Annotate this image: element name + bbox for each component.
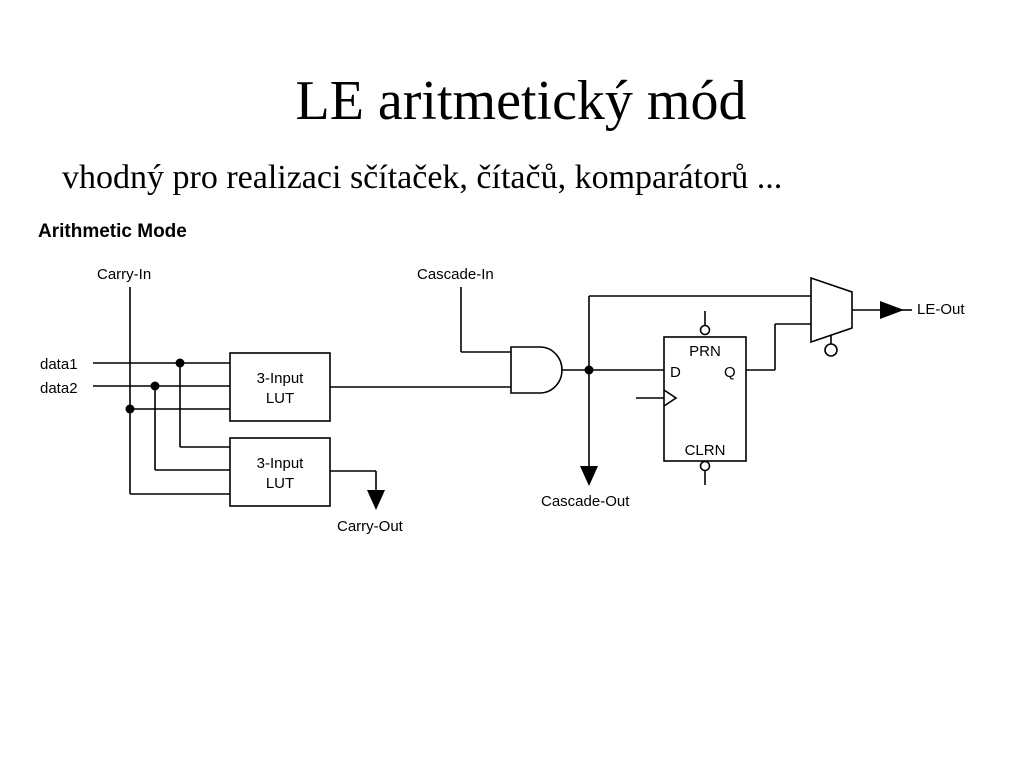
slide-title: LE aritmetický mód — [295, 70, 747, 132]
lut-top-line2: LUT — [266, 390, 294, 407]
junction-data2 — [150, 381, 160, 391]
input-wires — [93, 287, 230, 495]
prn-bubble — [699, 324, 711, 336]
output-mux — [810, 276, 853, 357]
slide-subtitle: vhodný pro realizaci sčítaček, čítačů, k… — [62, 159, 783, 196]
clock-triangle — [663, 389, 678, 407]
data1-label: data1 — [40, 356, 78, 373]
le-out-wire — [852, 301, 912, 319]
carry-in-label: Carry-In — [97, 266, 151, 283]
cascade-in-label: Cascade-In — [417, 266, 494, 283]
lut-bottom-line2: LUT — [266, 475, 294, 492]
lut-bottom-line1: 3-Input — [257, 455, 305, 472]
data2-label: data2 — [40, 380, 78, 397]
ff-clrn-label: CLRN — [685, 442, 726, 459]
q-output-wire — [746, 323, 811, 371]
cascade-out-label: Cascade-Out — [541, 493, 630, 510]
le-out-arrow — [880, 301, 904, 319]
ff-q-label: Q — [724, 364, 736, 381]
ff-d-label: D — [670, 364, 681, 381]
cascade-out-wire — [580, 296, 598, 486]
carry-out-wire — [330, 470, 385, 510]
mux-select-bubble — [824, 343, 838, 357]
lut-bottom: 3-Input LUT — [229, 437, 331, 507]
and-gate — [510, 346, 563, 394]
junction-carry-in — [125, 404, 135, 414]
lut-top: 3-Input LUT — [229, 352, 331, 422]
clrn-bubble — [699, 460, 711, 472]
cascade-out-arrow — [580, 466, 598, 486]
junction-data1 — [175, 358, 185, 368]
lut-top-line1: 3-Input — [257, 370, 305, 387]
carry-out-label: Carry-Out — [337, 518, 404, 535]
diagram-heading: Arithmetic Mode — [38, 221, 187, 242]
carry-out-arrow — [367, 490, 385, 510]
ff-prn-label: PRN — [689, 343, 721, 360]
flip-flop: PRN CLRN D Q — [636, 311, 747, 485]
cascade-in-wire — [460, 287, 511, 353]
le-out-label: LE-Out — [917, 301, 965, 318]
